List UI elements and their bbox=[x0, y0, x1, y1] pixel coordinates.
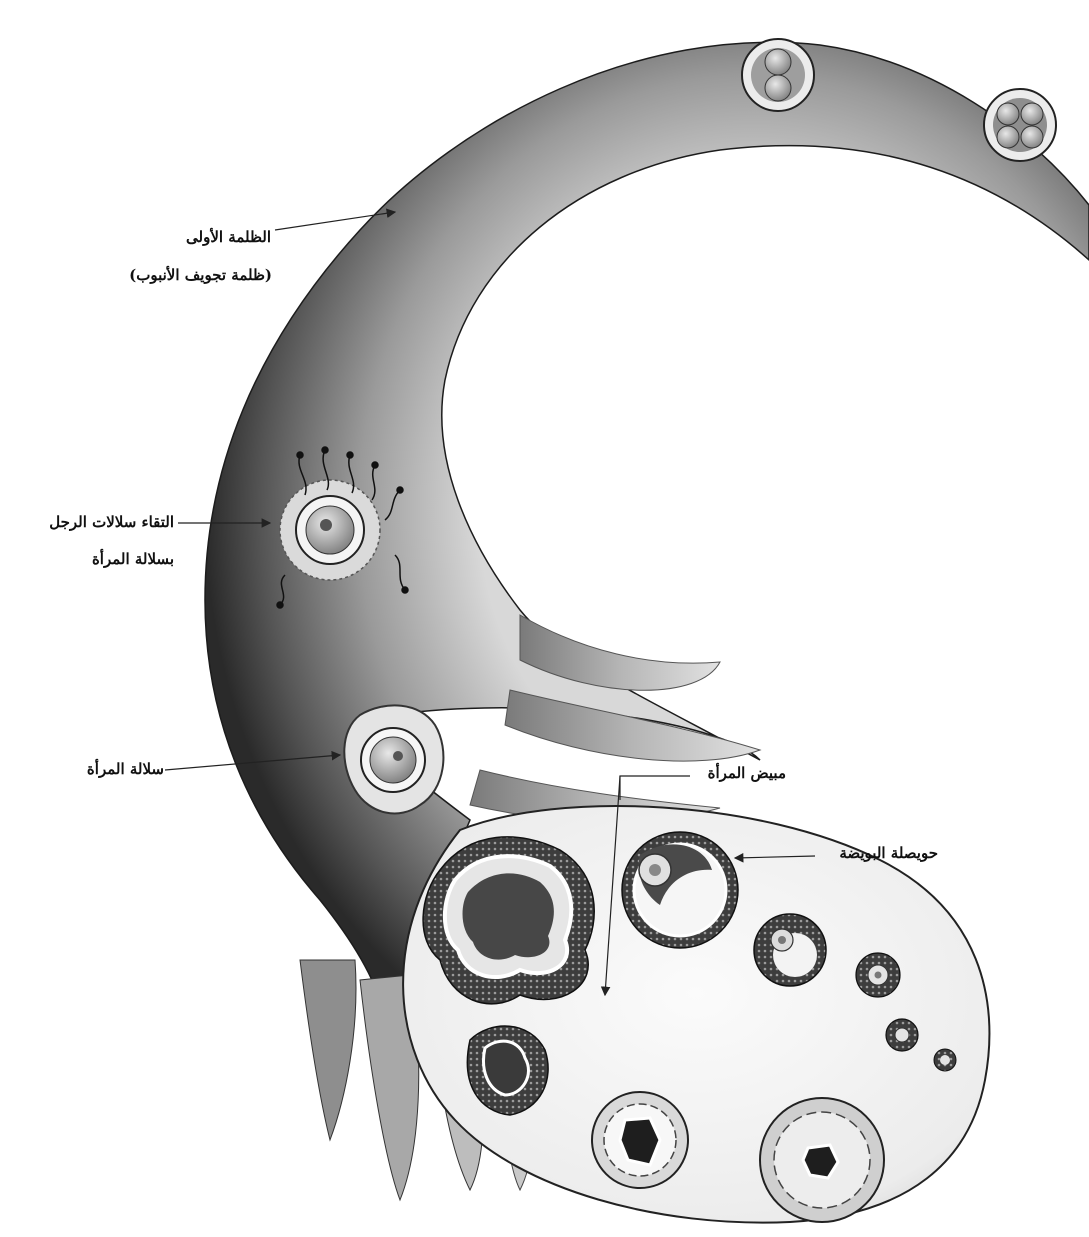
corpus-luteum-core bbox=[463, 873, 554, 959]
secondary-egg-nucleus bbox=[778, 936, 786, 944]
label-first-darkness-sub: (ظلمة تجويف الأنبوب) bbox=[106, 268, 272, 283]
label-egg-follicle: حويصلة البويضة bbox=[820, 846, 938, 861]
label-fertilization: التقاء سلالات الرجل bbox=[6, 515, 174, 530]
fimbria-bottom-1 bbox=[300, 960, 356, 1140]
primordial-follicle-egg bbox=[940, 1055, 950, 1065]
corpus-albicans-2 bbox=[760, 1098, 884, 1222]
four-cell-embryo bbox=[984, 89, 1056, 161]
label-woman-lineage: سلالة المرأة bbox=[56, 762, 164, 777]
corpus-albicans-1 bbox=[592, 1092, 688, 1188]
label-first-darkness: الظلمة الأولى bbox=[163, 230, 271, 245]
ovum bbox=[344, 705, 443, 813]
graafian-egg-nucleus bbox=[649, 864, 661, 876]
primary-follicle-1-nucleus bbox=[875, 972, 882, 979]
fertilized-egg bbox=[280, 480, 380, 580]
primary-follicle-2-egg bbox=[895, 1028, 909, 1042]
label-fertilization-sub: بسلالة المرأة bbox=[40, 552, 174, 567]
label-woman-ovary: مبيض المرأة bbox=[694, 766, 786, 781]
two-cell-embryo bbox=[742, 39, 814, 111]
